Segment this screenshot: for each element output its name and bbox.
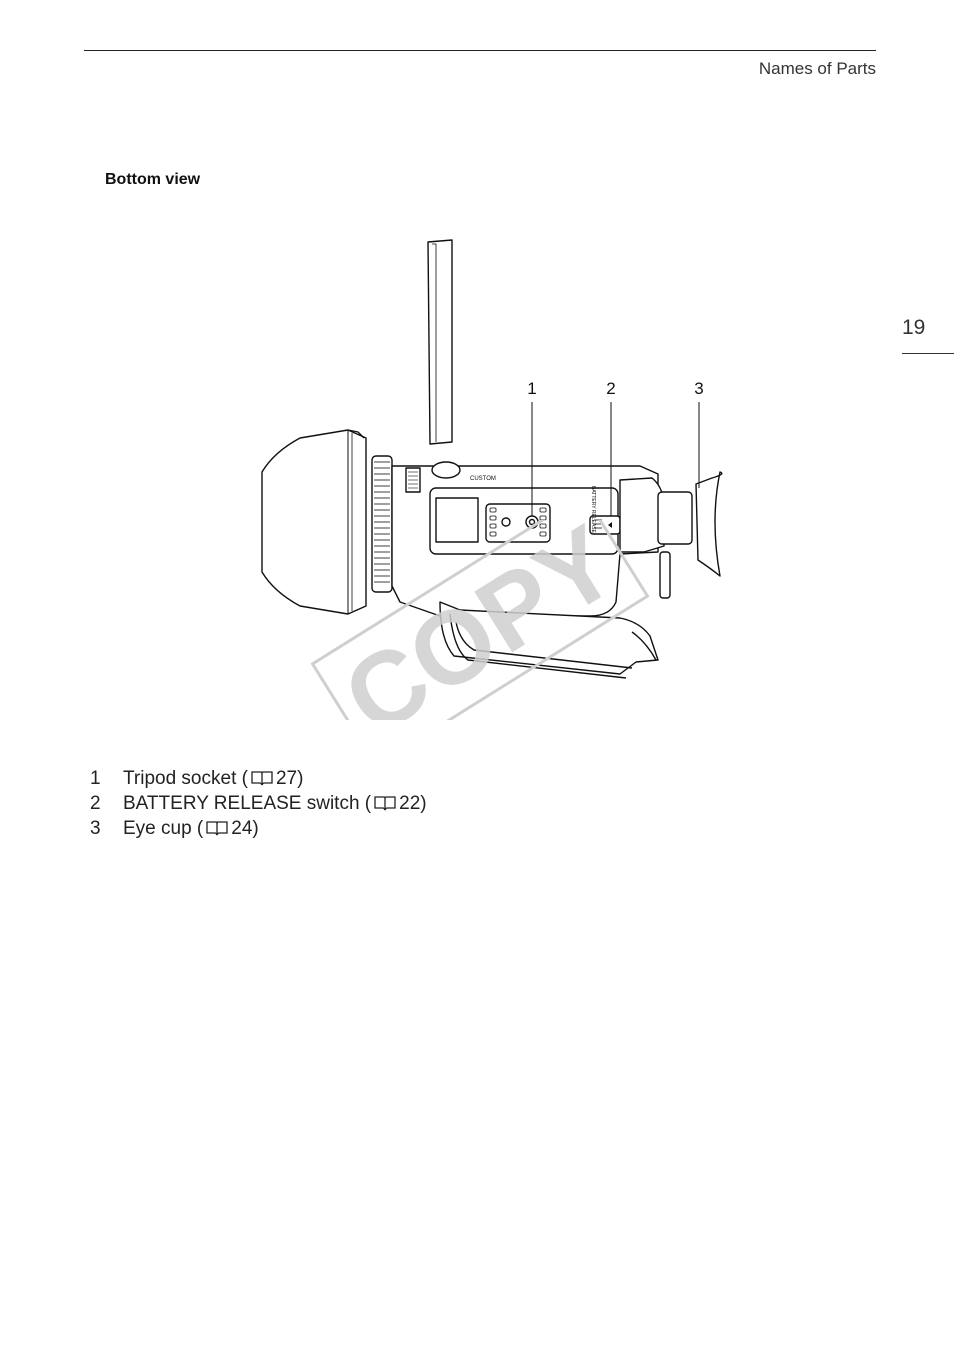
svg-text:BATTERY RELEASE: BATTERY RELEASE: [590, 486, 596, 534]
eye-cup: [695, 471, 723, 577]
page-ref[interactable]: 22: [399, 793, 421, 814]
book-icon: [251, 771, 273, 786]
part-text: BATTERY RELEASE switch (: [123, 793, 372, 814]
section-heading: Bottom view: [105, 171, 201, 188]
callout-number: 2: [606, 379, 615, 398]
part-text: Tripod socket (: [123, 768, 248, 789]
page-number-rule: [902, 353, 954, 354]
list-item: 2 BATTERY RELEASE switch ( 22): [90, 791, 427, 816]
page-number: 19: [902, 316, 926, 339]
camcorder-bottom-view-illustration: CUSTOM BATTERY RELEASE: [240, 230, 760, 710]
part-text-end: ): [420, 793, 427, 814]
book-icon: [206, 821, 228, 836]
header-rule: [84, 50, 876, 51]
tripod-socket: [525, 515, 539, 529]
part-text: Eye cup (: [123, 818, 204, 839]
running-header: Names of Parts: [758, 59, 876, 78]
part-text-end: ): [297, 768, 304, 789]
svg-text:CUSTOM: CUSTOM: [470, 476, 496, 482]
part-number: 3: [90, 818, 101, 839]
callout-number: 1: [527, 379, 536, 398]
list-item: 1 Tripod socket ( 27): [90, 766, 427, 791]
page-ref[interactable]: 27: [275, 768, 298, 789]
book-icon: [374, 796, 396, 811]
focus-ring: [371, 455, 393, 593]
part-number: 2: [90, 793, 101, 814]
callout-number: 3: [694, 379, 703, 398]
lens-hood: [261, 429, 367, 615]
list-item: 3 Eye cup ( 24): [90, 816, 427, 841]
parts-list: 1 Tripod socket ( 27) 2 BATTERY RELEASE swi…: [90, 766, 427, 841]
part-number: 1: [90, 768, 101, 789]
part-text-end: ): [252, 818, 259, 839]
page-ref[interactable]: 24: [231, 818, 253, 839]
lcd-panel: [427, 239, 453, 445]
